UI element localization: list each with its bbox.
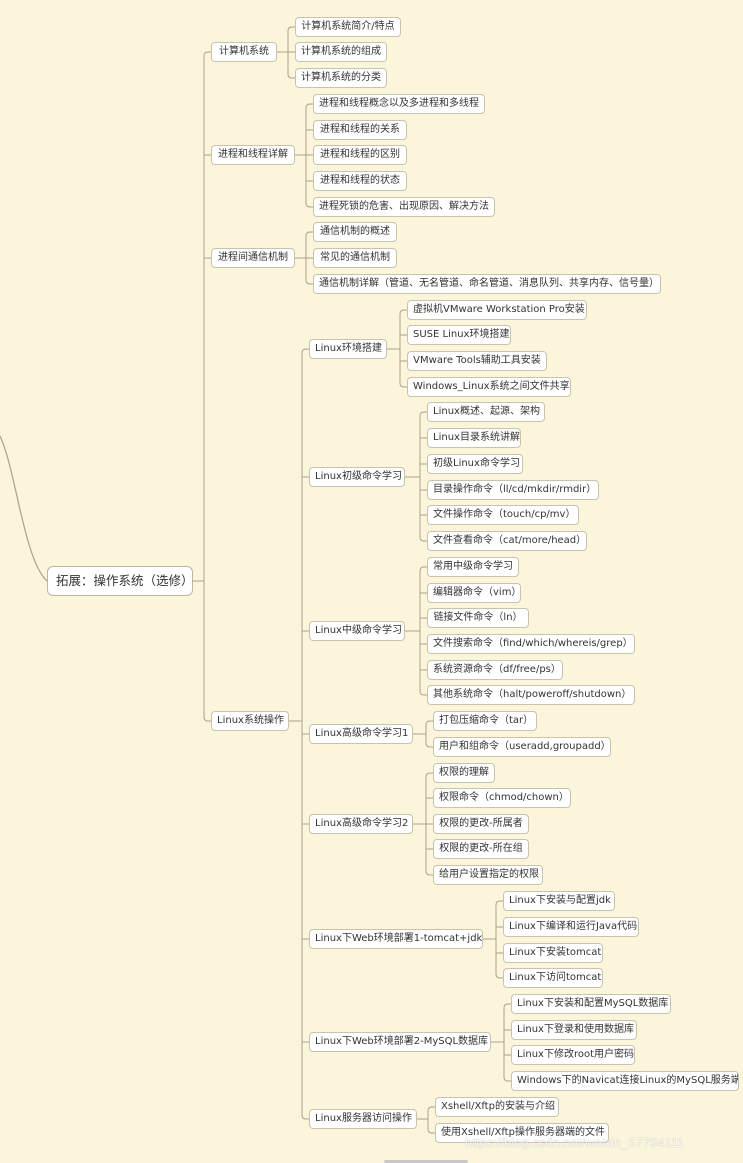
linux-topic-7-item-1[interactable]: Linux下安装和配置MySQL数据库 — [511, 994, 671, 1014]
linux-topic-4[interactable]: Linux高级命令学习1 — [309, 724, 413, 744]
branch-1-branch-0 — [287, 26, 295, 32]
branch-1-branch-2 — [287, 73, 295, 79]
linux-topic-2-item-6[interactable]: 文件查看命令（cat/more/head） — [427, 531, 587, 551]
linux-topic-1-item-3[interactable]: VMware Tools辅助工具安装 — [407, 351, 547, 371]
linux-topic-3-item-3[interactable]: 链接文件命令（ln） — [427, 608, 529, 628]
linux-topic-2-branch-5 — [419, 536, 427, 542]
linux-branch-0 — [301, 348, 309, 354]
linux-topic-2-item-5[interactable]: 文件操作命令（touch/cp/mv） — [427, 505, 579, 525]
linux-topic-5-item-5[interactable]: 给用户设置指定的权限 — [433, 865, 543, 885]
linux-topic-8-branch-1 — [427, 1128, 435, 1134]
branch-3-branch-2 — [305, 279, 313, 285]
linux-topic-5[interactable]: Linux高级命令学习2 — [309, 814, 413, 834]
linux-topic-3-item-2[interactable]: 编辑器命令（vim） — [427, 583, 521, 603]
linux-topic-7-item-2[interactable]: Linux下登录和使用数据库 — [511, 1020, 637, 1040]
linux-topic-3-item-6[interactable]: 其他系统命令（halt/poweroff/shutdown） — [427, 685, 635, 705]
branch-2-item-2[interactable]: 进程和线程的关系 — [313, 120, 407, 140]
branch-3-item-3[interactable]: 通信机制详解（管道、无名管道、命名管道、消息队列、共享内存、信号量） — [313, 274, 661, 294]
branch-2-item-4[interactable]: 进程和线程的状态 — [313, 171, 407, 191]
linux-topic-8-item-1[interactable]: Xshell/Xftp的安装与介绍 — [435, 1097, 559, 1117]
linux-topic-3-item-1[interactable]: 常用中级命令学习 — [427, 557, 519, 577]
linux-topic-1-branch-0 — [399, 309, 407, 315]
linux-topic-6[interactable]: Linux下Web环境部署1-tomcat+jdk — [309, 929, 483, 949]
branch-1-item-1[interactable]: 计算机系统简介/特点 — [295, 17, 401, 37]
linux-topic-8-item-2[interactable]: 使用Xshell/Xftp操作服务器端的文件 — [435, 1123, 609, 1143]
linux-topic-5-branch-4 — [425, 870, 433, 876]
linux-topic-4-item-2[interactable]: 用户和组命令（useradd,groupadd） — [433, 737, 611, 757]
branch-2-item-1[interactable]: 进程和线程概念以及多进程和多线程 — [313, 94, 485, 114]
linux-topic-6-item-3[interactable]: Linux下安装tomcat — [503, 943, 603, 963]
linux-topic-6-branch-3 — [495, 973, 503, 979]
linux-topic-3-item-5[interactable]: 系统资源命令（df/free/ps） — [427, 660, 563, 680]
linux-topic-3-branch-5 — [419, 690, 427, 696]
linux-topic-2-item-2[interactable]: Linux目录系统讲解 — [427, 428, 521, 448]
root-branch-3 — [203, 716, 211, 722]
linux-topic-4-branch-1 — [425, 742, 433, 748]
linux-topic-7-item-3[interactable]: Linux下修改root用户密码 — [511, 1045, 635, 1065]
linux-topic-8-branch-0 — [427, 1106, 435, 1112]
branch-2-item-5[interactable]: 进程死锁的危害、出现原因、解决方法 — [313, 197, 495, 217]
linux-topic-6-item-2[interactable]: Linux下编译和运行Java代码 — [503, 917, 639, 937]
linux-topic-1-item-2[interactable]: SUSE Linux环境搭建 — [407, 325, 511, 345]
linux-topic-2-branch-0 — [419, 411, 427, 417]
linux-topic-2[interactable]: Linux初级命令学习 — [309, 467, 405, 487]
branch-3-item-2[interactable]: 常见的通信机制 — [313, 248, 397, 268]
linux-topic-2-item-1[interactable]: Linux概述、起源、架构 — [427, 402, 545, 422]
linux-topic-3[interactable]: Linux中级命令学习 — [309, 621, 405, 641]
offscreen-curve — [0, 435, 48, 582]
linux-topic-5-item-3[interactable]: 权限的更改-所属者 — [433, 814, 529, 834]
branch-node-4[interactable]: Linux系统操作 — [211, 711, 289, 731]
branch-1-item-3[interactable]: 计算机系统的分类 — [295, 68, 387, 88]
branch-3-branch-0 — [305, 231, 313, 237]
linux-topic-2-item-3[interactable]: 初级Linux命令学习 — [427, 454, 523, 474]
linux-topic-7-branch-3 — [503, 1076, 511, 1082]
branch-node-2[interactable]: 进程和线程详解 — [211, 145, 295, 165]
linux-topic-2-item-4[interactable]: 目录操作命令（ll/cd/mkdir/rmdir） — [427, 480, 599, 500]
linux-topic-5-item-1[interactable]: 权限的理解 — [433, 763, 495, 783]
linux-topic-7-item-4[interactable]: Windows下的Navicat连接Linux的MySQL服务端 — [511, 1071, 739, 1091]
branch-2-branch-4 — [305, 202, 313, 208]
linux-topic-5-item-2[interactable]: 权限命令（chmod/chown） — [433, 788, 571, 808]
branch-1-item-2[interactable]: 计算机系统的组成 — [295, 42, 387, 62]
linux-topic-5-branch-0 — [425, 772, 433, 778]
linux-topic-3-branch-0 — [419, 566, 427, 572]
linux-topic-3-item-4[interactable]: 文件搜索命令（find/which/whereis/grep） — [427, 634, 635, 654]
linux-topic-7[interactable]: Linux下Web环境部署2-MySQL数据库 — [309, 1032, 491, 1052]
branch-3-item-1[interactable]: 通信机制的概述 — [313, 222, 397, 242]
branch-2-branch-0 — [305, 103, 313, 109]
root-branch-0 — [203, 51, 211, 57]
linux-topic-1-item-1[interactable]: 虚拟机VMware Workstation Pro安装 — [407, 300, 587, 320]
linux-topic-1[interactable]: Linux环境搭建 — [309, 339, 387, 359]
linux-topic-6-item-1[interactable]: Linux下安装与配置jdk — [503, 891, 615, 911]
linux-topic-6-item-4[interactable]: Linux下访问tomcat — [503, 968, 603, 988]
linux-topic-1-branch-3 — [399, 382, 407, 388]
branch-2-item-3[interactable]: 进程和线程的区别 — [313, 145, 407, 165]
linux-topic-6-branch-0 — [495, 900, 503, 906]
linux-topic-4-item-1[interactable]: 打包压缩命令（tar） — [433, 711, 537, 731]
horizontal-scrollbar[interactable] — [384, 1160, 468, 1163]
linux-branch-7 — [301, 1114, 309, 1120]
linux-topic-5-item-4[interactable]: 权限的更改-所在组 — [433, 839, 529, 859]
branch-node-1[interactable]: 计算机系统 — [211, 42, 277, 62]
branch-node-3[interactable]: 进程间通信机制 — [211, 248, 295, 268]
linux-topic-1-item-4[interactable]: Windows_Linux系统之间文件共享 — [407, 377, 571, 397]
root-node[interactable]: 拓展：操作系统（选修） — [47, 566, 193, 596]
linux-topic-8[interactable]: Linux服务器访问操作 — [309, 1109, 417, 1129]
csdn-watermark: https://blog.csdn.net/weixin_57794111 — [465, 1135, 685, 1150]
linux-topic-4-branch-0 — [425, 720, 433, 726]
linux-topic-7-branch-0 — [503, 1003, 511, 1009]
